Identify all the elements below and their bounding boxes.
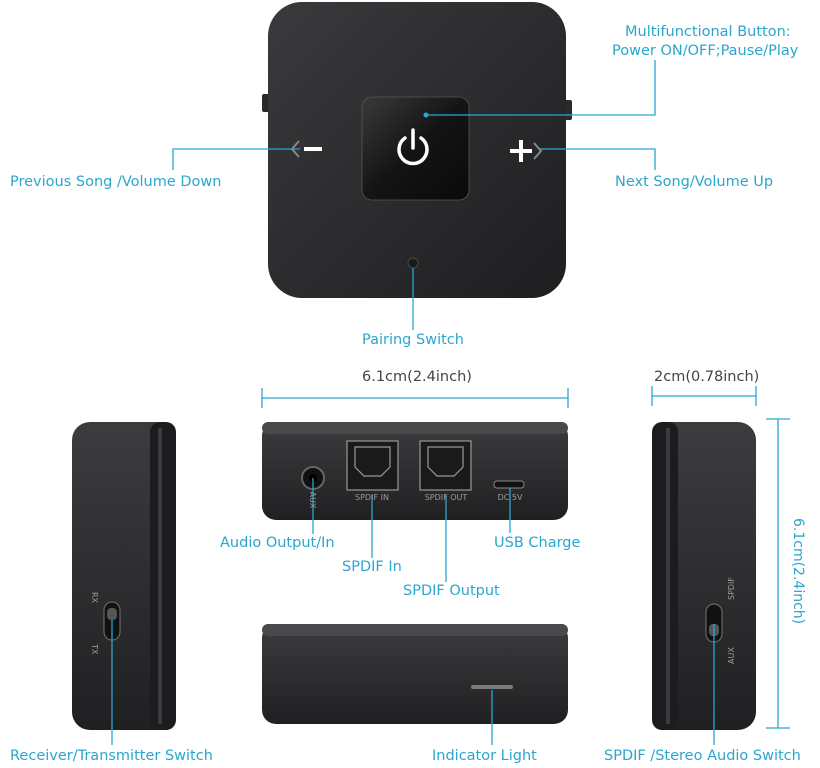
callout-lines	[111, 60, 715, 745]
back-view-device	[262, 624, 568, 724]
top-view-device	[262, 2, 572, 298]
next-song-label: Next Song/Volume Up	[615, 174, 774, 190]
pairing-switch-label: Pairing Switch	[362, 332, 464, 348]
multifunction-label-line2: Power ON/OFF;Pause/Play	[612, 43, 799, 59]
audio-output-label: Audio Output/In	[220, 535, 335, 551]
width-dimension-label: 6.1cm(2.4inch)	[362, 369, 472, 385]
plus-icon	[510, 140, 543, 162]
spdif-stereo-switch-label: SPDIF /Stereo Audio Switch	[604, 748, 801, 764]
depth-dimension-label: 2cm(0.78inch)	[654, 369, 760, 385]
spdif-side-label: SPDIF	[727, 577, 736, 600]
spdif-out-port-label: SPDIF OUT	[425, 493, 468, 502]
spdif-in-port-label: SPDIF IN	[355, 493, 389, 502]
spdif-in-port	[346, 440, 399, 491]
power-button	[361, 96, 470, 201]
dimension-lines	[261, 386, 790, 729]
usb-charge-label: USB Charge	[494, 535, 581, 551]
power-icon	[397, 128, 429, 166]
callout-next	[540, 148, 656, 170]
multifunction-label-line1: Multifunctional Button:	[625, 24, 791, 40]
callout-previous	[172, 148, 300, 170]
indicator-light-label: Indicator Light	[432, 748, 537, 764]
callout-multifunction	[426, 60, 656, 116]
usb-port	[493, 480, 525, 489]
spdif-out-port	[419, 440, 472, 491]
rx-label: RX	[90, 592, 99, 604]
aux-side-label: AUX	[727, 647, 736, 664]
tx-label: TX	[90, 643, 99, 655]
right-side-device	[652, 422, 756, 730]
left-side-device	[72, 422, 176, 730]
aux-port-label: AUX	[308, 492, 317, 509]
indicator-light	[471, 685, 513, 689]
dc-port-label: DC 5V	[498, 493, 523, 502]
spdif-output-label: SPDIF Output	[403, 583, 500, 599]
height-dimension-label: 6.1cm(2.4inch)	[790, 518, 806, 625]
spdif-in-label: SPDIF In	[342, 559, 402, 575]
pairing-hole	[407, 257, 419, 269]
receiver-transmitter-label: Receiver/Transmitter Switch	[10, 748, 213, 764]
previous-song-label: Previous Song /Volume Down	[10, 174, 222, 190]
front-view-device	[262, 422, 568, 520]
